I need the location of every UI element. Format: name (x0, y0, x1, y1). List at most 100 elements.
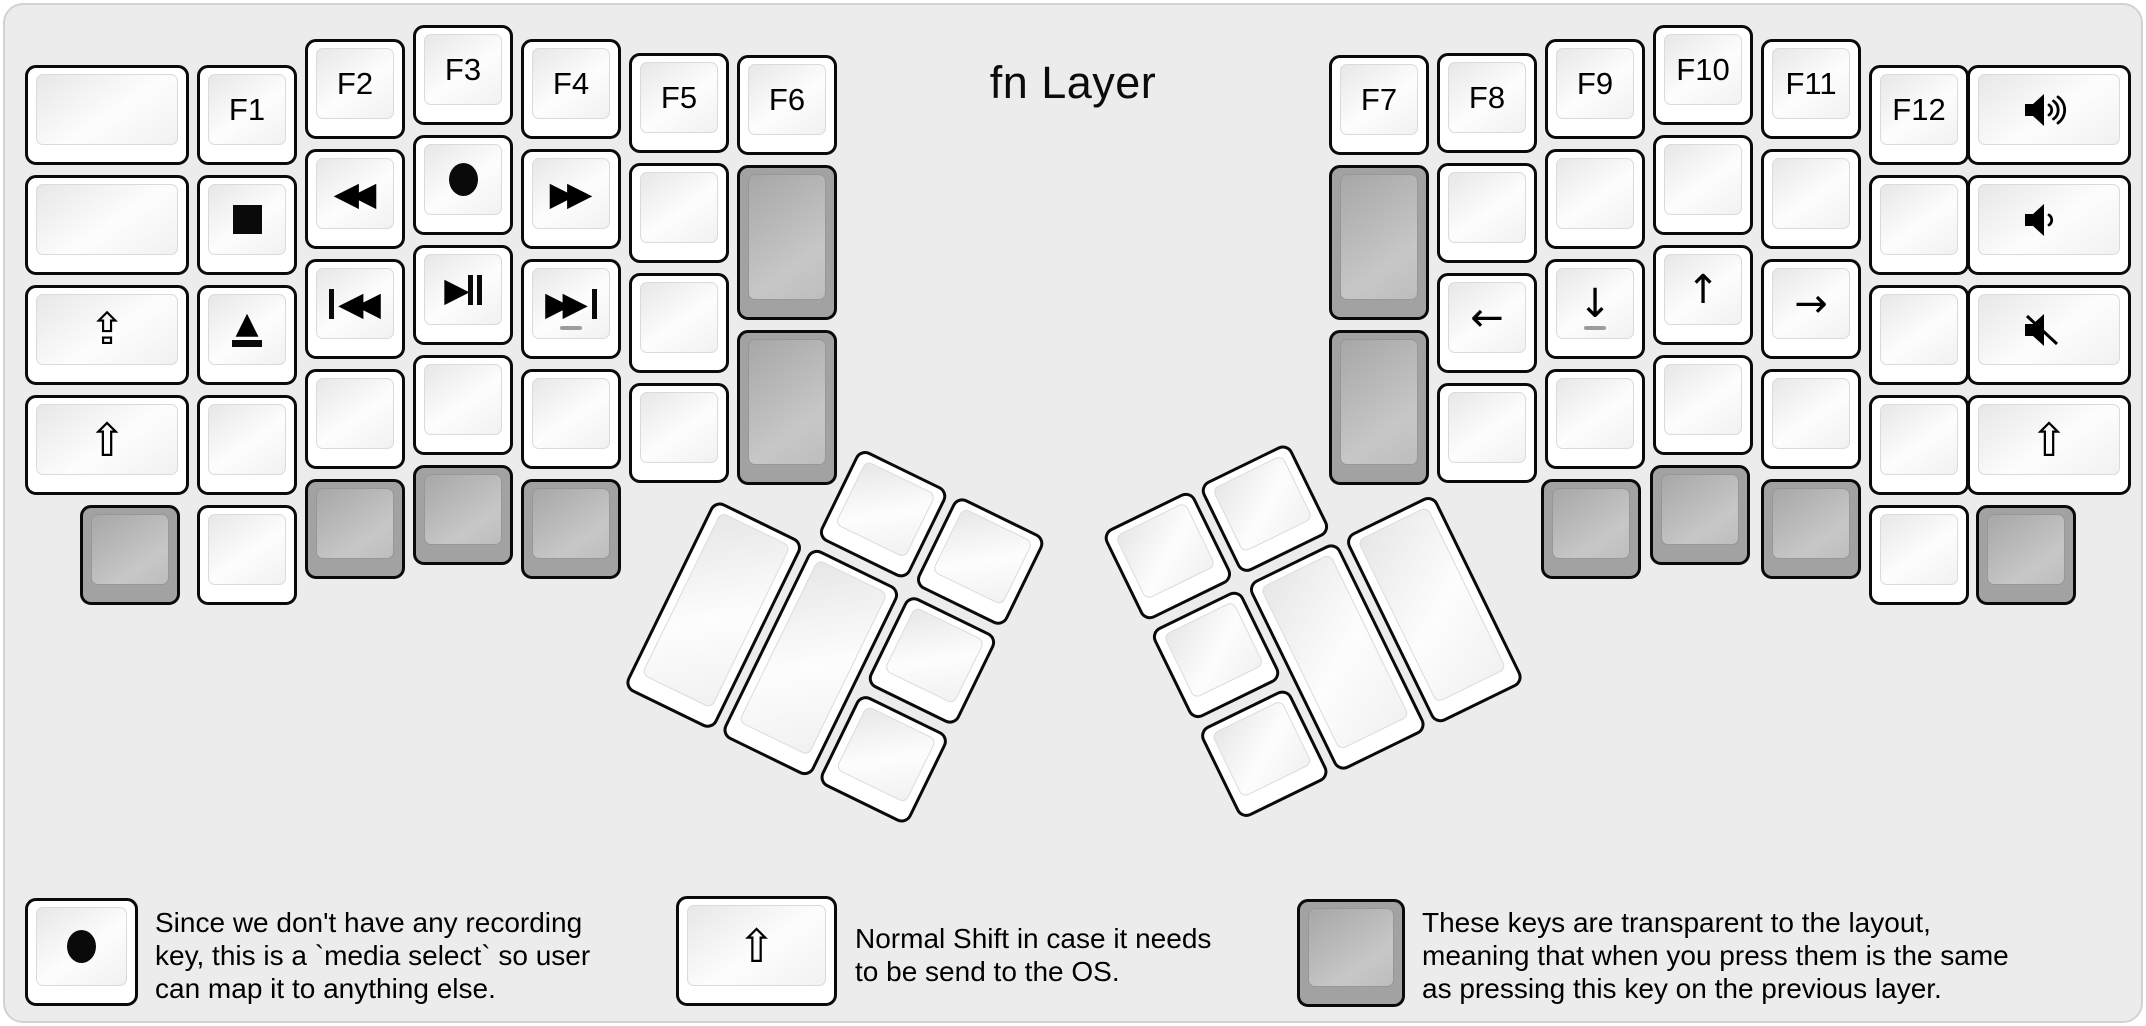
keytop: ▶ (424, 254, 502, 325)
key-right-col4-row4[interactable] (1653, 355, 1753, 455)
keytop (424, 364, 502, 435)
key-left-bottom-2[interactable] (197, 505, 297, 605)
key-left-col5-row2-fast-forward[interactable]: ▶▶ (521, 149, 621, 249)
key-right-col6-row2[interactable] (1437, 163, 1537, 263)
key-right-bottom-2-transparent[interactable] (1650, 465, 1750, 565)
key-right-col2-row2[interactable] (1869, 175, 1969, 275)
keytop: ⇧ (687, 905, 826, 986)
next-icon: ▶▶ (545, 287, 597, 320)
key-left-col1-row4-shift[interactable]: ⇧ (25, 395, 189, 495)
keytop: F12 (1880, 74, 1958, 145)
key-right-col3-row3-arrow-right[interactable]: → (1761, 259, 1861, 359)
key-left-col2-row1-f1[interactable]: F1 (197, 65, 297, 165)
key-right-col2-row4[interactable] (1869, 395, 1969, 495)
keytop (1340, 174, 1418, 300)
key-left-col1-row3-capslock[interactable]: ⇪ (25, 285, 189, 385)
key-label: F11 (1785, 65, 1837, 101)
keytop (1880, 514, 1958, 585)
key-right-col4-row2[interactable] (1653, 135, 1753, 235)
keytop (748, 339, 826, 465)
legend-key-transparent (1297, 899, 1405, 1007)
key-left-bottom-1-transparent[interactable] (80, 505, 180, 605)
key-right-col5-row1-f9[interactable]: F9 (1545, 39, 1645, 139)
keytop (424, 474, 502, 545)
key-right-col6-row3-arrow-left[interactable]: ← (1437, 273, 1537, 373)
key-right-col5-row4[interactable] (1545, 369, 1645, 469)
keytop (1552, 488, 1630, 559)
key-left-bottom-5-transparent[interactable] (521, 479, 621, 579)
key-right-col4-row1-f10[interactable]: F10 (1653, 25, 1753, 125)
key-left-col4-row2-record[interactable] (413, 135, 513, 235)
key-left-col6-row4[interactable] (629, 383, 729, 483)
key-left-col4-row4[interactable] (413, 355, 513, 455)
key-right-col2-row3[interactable] (1869, 285, 1969, 385)
keytop (883, 606, 985, 705)
key-left-col4-row3-play-pause[interactable]: ▶ (413, 245, 513, 345)
keytop (36, 184, 178, 255)
key-right-bottom-5-transparent[interactable] (1976, 505, 2076, 605)
up-icon: ↑ (1686, 266, 1720, 313)
eject-icon: ▲ (232, 309, 262, 347)
key-right-col1-row2-volume-down[interactable] (1967, 175, 2131, 275)
key-left-col3-row1-f2[interactable]: F2 (305, 39, 405, 139)
key-left-col5-row4[interactable] (521, 369, 621, 469)
key-right-bottom-1-transparent[interactable] (1541, 479, 1641, 579)
key-left-col2-row3-eject[interactable]: ▲ (197, 285, 297, 385)
key-right-col2-row1-f12[interactable]: F12 (1869, 65, 1969, 165)
key-left-bottom-3-transparent[interactable] (305, 479, 405, 579)
keytop (1211, 454, 1314, 553)
key-right-col7-transparent-1[interactable] (1329, 165, 1429, 320)
homing-bar (1584, 326, 1606, 330)
keytop: ◀◀ (316, 158, 394, 229)
key-right-col4-row3-arrow-up[interactable]: ↑ (1653, 245, 1753, 345)
key-left-col4-row1-f3[interactable]: F3 (413, 25, 513, 125)
keytop (1556, 378, 1634, 449)
stop-icon (232, 205, 262, 234)
key-left-col2-row4[interactable] (197, 395, 297, 495)
key-right-col6-row4[interactable] (1437, 383, 1537, 483)
key-left-col1-row1[interactable] (25, 65, 189, 165)
key-left-col1-row2[interactable] (25, 175, 189, 275)
keytop: → (1772, 268, 1850, 339)
key-left-col3-row2-rewind[interactable]: ◀◀ (305, 149, 405, 249)
keytop (1978, 294, 2120, 365)
ffwd-icon: ▶▶ (549, 174, 593, 213)
key-right-col3-row1-f11[interactable]: F11 (1761, 39, 1861, 139)
keytop: ⇪ (36, 294, 178, 365)
shift-icon: ⇧ (737, 918, 776, 973)
keytop: ← (1448, 282, 1526, 353)
key-right-col6-row1-f8[interactable]: F8 (1437, 53, 1537, 153)
key-left-col5-row1-f4[interactable]: F4 (521, 39, 621, 139)
keytop: F8 (1448, 62, 1526, 133)
key-right-col1-row1-volume-up[interactable] (1967, 65, 2131, 165)
key-left-col7-row1-f6[interactable]: F6 (737, 55, 837, 155)
key-right-col3-row4[interactable] (1761, 369, 1861, 469)
key-left-col7-transparent-1[interactable] (737, 165, 837, 320)
down-icon: ↓ (1578, 280, 1612, 327)
key-right-col1-row3-mute[interactable] (1967, 285, 2131, 385)
key-right-col7-transparent-2[interactable] (1329, 330, 1429, 485)
key-right-col5-row2[interactable] (1545, 149, 1645, 249)
keytop: ↓ (1556, 268, 1634, 339)
key-right-col7-row1-f7[interactable]: F7 (1329, 55, 1429, 155)
key-label: F2 (336, 65, 374, 101)
key-right-col1-row4-shift[interactable]: ⇧ (1967, 395, 2131, 495)
key-left-col6-row3[interactable] (629, 273, 729, 373)
key-label: F4 (552, 65, 590, 101)
key-left-col3-row4[interactable] (305, 369, 405, 469)
key-right-col3-row2[interactable] (1761, 149, 1861, 249)
key-left-col3-row3-prev-track[interactable]: ◀◀ (305, 259, 405, 359)
key-left-col6-row1-f5[interactable]: F5 (629, 53, 729, 153)
key-left-col2-row2-stop[interactable] (197, 175, 297, 275)
keytop (1340, 339, 1418, 465)
key-right-col5-row3-arrow-down[interactable]: ↓ (1545, 259, 1645, 359)
key-left-col7-transparent-2[interactable] (737, 330, 837, 485)
key-left-col5-row3-next-track[interactable]: ▶▶ (521, 259, 621, 359)
key-left-bottom-4-transparent[interactable] (413, 465, 513, 565)
key-right-bottom-4[interactable] (1869, 505, 1969, 605)
keytop: F3 (424, 34, 502, 105)
key-right-bottom-3-transparent[interactable] (1761, 479, 1861, 579)
key-left-col6-row2[interactable] (629, 163, 729, 263)
keytop (640, 282, 718, 353)
key-label: F12 (1892, 91, 1946, 127)
